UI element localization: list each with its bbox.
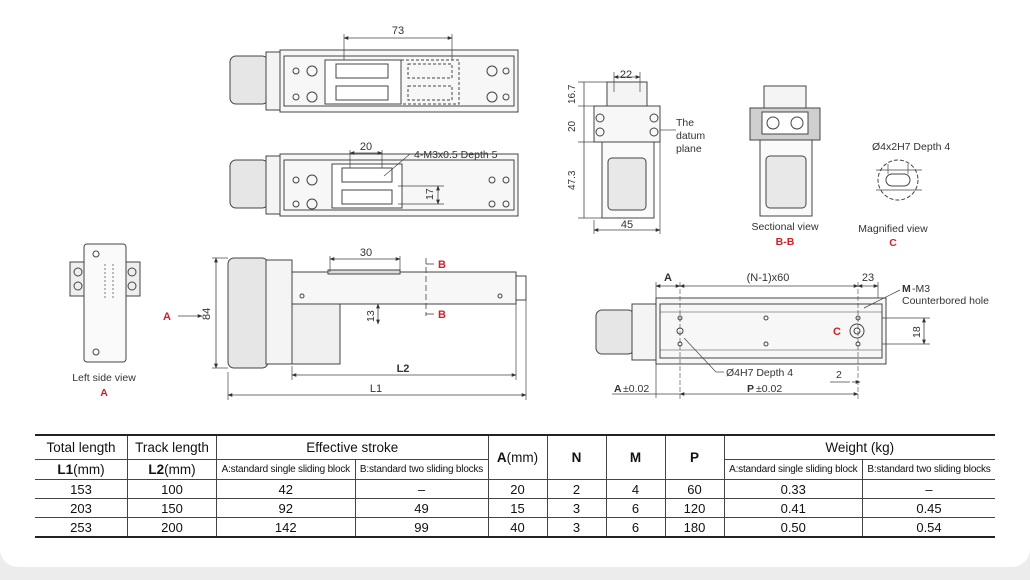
m-label: M xyxy=(902,283,911,295)
dim-13: 13 xyxy=(365,310,377,322)
dim-22: 22 xyxy=(620,69,632,81)
spec-sheet-card: 73 20 4-M3x0.5 Depth 5 17 xyxy=(0,0,1030,567)
dim-2: 2 xyxy=(836,369,842,381)
header-p: P xyxy=(664,434,725,480)
m-suffix: -M3 xyxy=(912,283,930,295)
cell-weight-b: – xyxy=(862,479,995,499)
cell-stroke-b: 99 xyxy=(354,517,489,538)
table-row: 253 200 142 99 40 3 6 180 0.50 0.54 xyxy=(35,517,995,538)
end-view xyxy=(578,72,676,234)
cell-weight-a: 0.50 xyxy=(723,517,864,538)
magnified-letter: C xyxy=(889,237,897,249)
cell-l2: 150 xyxy=(127,498,217,518)
spec-table: Total length Track length Effective stro… xyxy=(35,434,995,538)
cell-stroke-a: 92 xyxy=(216,498,356,518)
counterbored-hole-note: Counterbored hole xyxy=(902,295,989,307)
cell-m: 6 xyxy=(605,498,666,518)
table-row: 203 150 92 49 15 3 6 120 0.41 0.45 xyxy=(35,498,995,518)
dim-30: 30 xyxy=(360,247,372,259)
a-tol-label: A xyxy=(614,383,622,395)
header-m: M xyxy=(605,434,666,480)
cell-l2: 100 xyxy=(127,479,217,499)
p-tol-label: P xyxy=(747,383,754,395)
section-mark-top: B xyxy=(438,259,446,271)
cell-p: 60 xyxy=(664,479,725,499)
cell-stroke-a: 42 xyxy=(216,479,356,499)
left-side-caption: Left side view xyxy=(72,372,136,384)
technical-drawing: 73 20 4-M3x0.5 Depth 5 17 xyxy=(69,25,989,400)
dim-45: 45 xyxy=(621,219,633,231)
dim-47-3: 47.3 xyxy=(567,170,578,190)
cell-weight-a: 0.41 xyxy=(723,498,864,518)
section-view xyxy=(749,85,821,217)
cell-l1: 253 xyxy=(35,517,128,538)
cell-p: 180 xyxy=(664,517,725,538)
cell-l1: 153 xyxy=(35,479,128,499)
dim-a-bottom: A xyxy=(664,272,672,284)
cell-stroke-a: 142 xyxy=(216,517,356,538)
a-tol-suffix: ±0.02 xyxy=(623,383,649,395)
cell-stroke-b: 49 xyxy=(354,498,489,518)
cell-a: 40 xyxy=(487,517,548,538)
bottom-view xyxy=(595,282,930,400)
dim-20-end: 20 xyxy=(567,120,578,132)
datum-line-1: The xyxy=(676,117,694,129)
table-row: 153 100 42 – 20 2 4 60 0.33 – xyxy=(35,479,995,499)
magnified-note: Ø4x2H7 Depth 4 xyxy=(872,141,950,153)
cell-n: 2 xyxy=(546,479,607,499)
cell-m: 6 xyxy=(605,517,666,538)
cell-l1: 203 xyxy=(35,498,128,518)
section-caption: Sectional view xyxy=(751,221,819,233)
dim-17: 17 xyxy=(424,188,436,200)
cell-p: 120 xyxy=(664,498,725,518)
cell-weight-b: 0.54 xyxy=(862,517,995,538)
cell-a: 15 xyxy=(487,498,548,518)
dim-20-top: 20 xyxy=(360,141,372,153)
cell-l2: 200 xyxy=(127,517,217,538)
datum-line-2: datum xyxy=(676,130,705,142)
header-l1: L1(mm) xyxy=(35,459,128,480)
view-arrow-a: A xyxy=(163,311,171,323)
header-n: N xyxy=(546,434,607,480)
cell-weight-a: 0.33 xyxy=(723,479,864,499)
cell-n: 3 xyxy=(546,517,607,538)
hole-note: 4-M3x0.5 Depth 5 xyxy=(414,149,498,161)
dim-73: 73 xyxy=(392,25,404,37)
header-weight: Weight (kg) xyxy=(723,434,995,460)
side-view xyxy=(178,256,527,400)
header-stroke-b: B:standard two sliding blocks xyxy=(354,459,489,480)
magnify-mark-c: C xyxy=(833,326,841,338)
left-side-letter: A xyxy=(100,387,108,399)
header-stroke-a: A:standard single sliding block xyxy=(216,459,356,480)
dim-n: (N-1)x60 xyxy=(747,272,790,284)
cell-stroke-b: – xyxy=(354,479,489,499)
header-total-length: Total length xyxy=(35,434,128,460)
section-letter: B-B xyxy=(776,236,795,248)
cell-n: 3 xyxy=(546,498,607,518)
p-tol-suffix: ±0.02 xyxy=(756,383,782,395)
datum-line-3: plane xyxy=(676,143,702,155)
cell-weight-b: 0.45 xyxy=(862,498,995,518)
dim-84: 84 xyxy=(201,308,213,320)
header-track-length: Track length xyxy=(127,434,217,460)
top-view xyxy=(229,34,519,113)
header-l2: L2(mm) xyxy=(127,459,217,480)
header-effective-stroke: Effective stroke xyxy=(216,434,489,460)
header-weight-a: A:standard single sliding block xyxy=(723,459,864,480)
mid-view xyxy=(229,150,519,217)
magnified-view xyxy=(876,159,922,201)
dim-l1: L1 xyxy=(370,383,382,395)
header-weight-b: B:standard two sliding blocks xyxy=(862,459,995,480)
pin-hole-note: Ø4H7 Depth 4 xyxy=(726,367,793,379)
cell-a: 20 xyxy=(487,479,548,499)
magnified-caption: Magnified view xyxy=(858,223,928,235)
header-a: A(mm) xyxy=(487,434,548,480)
dim-16-7: 16.7 xyxy=(567,84,578,104)
dim-l2: L2 xyxy=(397,363,410,375)
dim-23: 23 xyxy=(862,272,874,284)
section-mark-bottom: B xyxy=(438,309,446,321)
cell-m: 4 xyxy=(605,479,666,499)
left-side-view xyxy=(69,243,141,363)
dim-18: 18 xyxy=(911,326,923,338)
